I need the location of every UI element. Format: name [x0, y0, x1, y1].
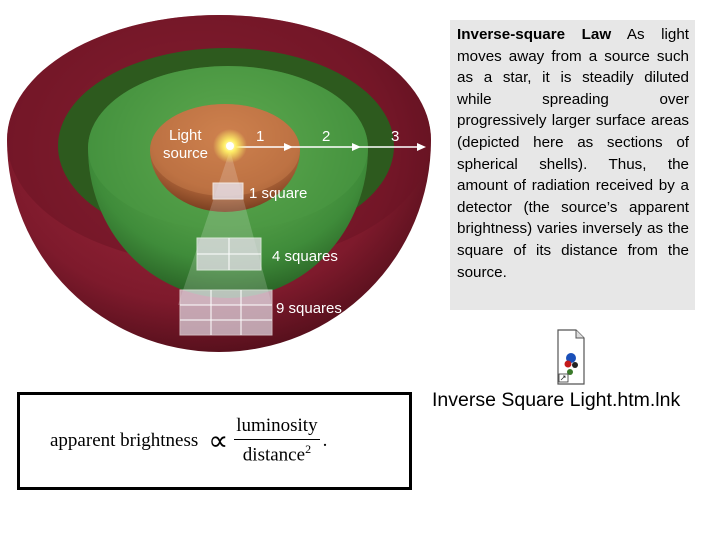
distance-label-2: 2	[322, 128, 330, 145]
area-1-square	[212, 182, 244, 200]
inverse-square-diagram: Light source 1 2 3 1 square 4 squares 9 …	[7, 15, 431, 352]
formula-box: apparent brightness ∝ luminosity distanc…	[17, 392, 412, 490]
area-9-squares	[179, 289, 273, 336]
formula-exponent: 2	[305, 442, 312, 456]
source-label-line1: Light	[169, 127, 202, 144]
brightness-formula: apparent brightness ∝ luminosity distanc…	[50, 415, 327, 466]
proportional-symbol: ∝	[208, 425, 229, 457]
distance-label-3: 3	[391, 128, 399, 145]
formula-fraction: luminosity distance2	[234, 415, 320, 466]
formula-denominator-base: distance	[242, 444, 306, 466]
distance-label-1: 1	[256, 128, 264, 145]
arrowhead-3	[417, 143, 426, 151]
caption-title: Inverse-square Law	[457, 26, 612, 43]
arrowhead-1	[284, 143, 293, 151]
caption-body: As light moves away from a source such a…	[457, 26, 690, 281]
caption-box: Inverse-square Law As light moves away f…	[450, 20, 695, 310]
area-label-3: 9 squares	[276, 300, 342, 317]
area-label-1: 1 square	[249, 185, 307, 202]
formula-denominator: distance2	[243, 440, 311, 466]
area-label-2: 4 squares	[272, 248, 338, 265]
file-link-label[interactable]: Inverse Square Light.htm.lnk	[432, 389, 681, 411]
formula-numerator: luminosity	[234, 415, 320, 440]
source-label-line2: source	[163, 145, 208, 162]
arrowhead-2	[352, 143, 361, 151]
formula-lhs: apparent brightness	[50, 429, 199, 451]
area-4-squares	[196, 237, 262, 271]
formula-period: .	[322, 429, 328, 451]
shortcut-file-icon[interactable]	[556, 328, 586, 386]
star-icon	[226, 142, 234, 150]
